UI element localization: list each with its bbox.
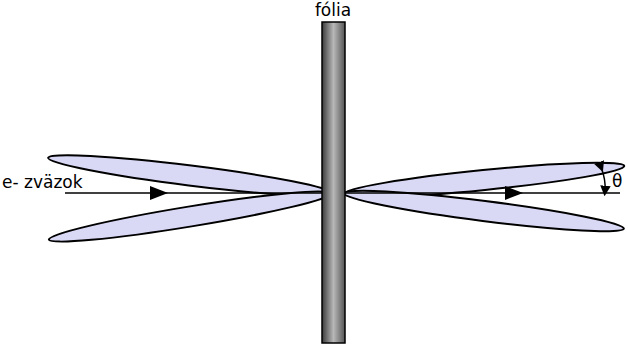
beam-line	[65, 192, 322, 194]
beam-label: e- zväzok	[2, 173, 83, 192]
beam-arrow	[505, 186, 523, 200]
angle-arc	[601, 167, 605, 191]
angle-label: θ	[612, 172, 622, 191]
beam-arrow	[150, 186, 168, 200]
foil-label: fólia	[315, 1, 351, 20]
foil	[322, 22, 345, 343]
beam-line	[345, 192, 620, 194]
